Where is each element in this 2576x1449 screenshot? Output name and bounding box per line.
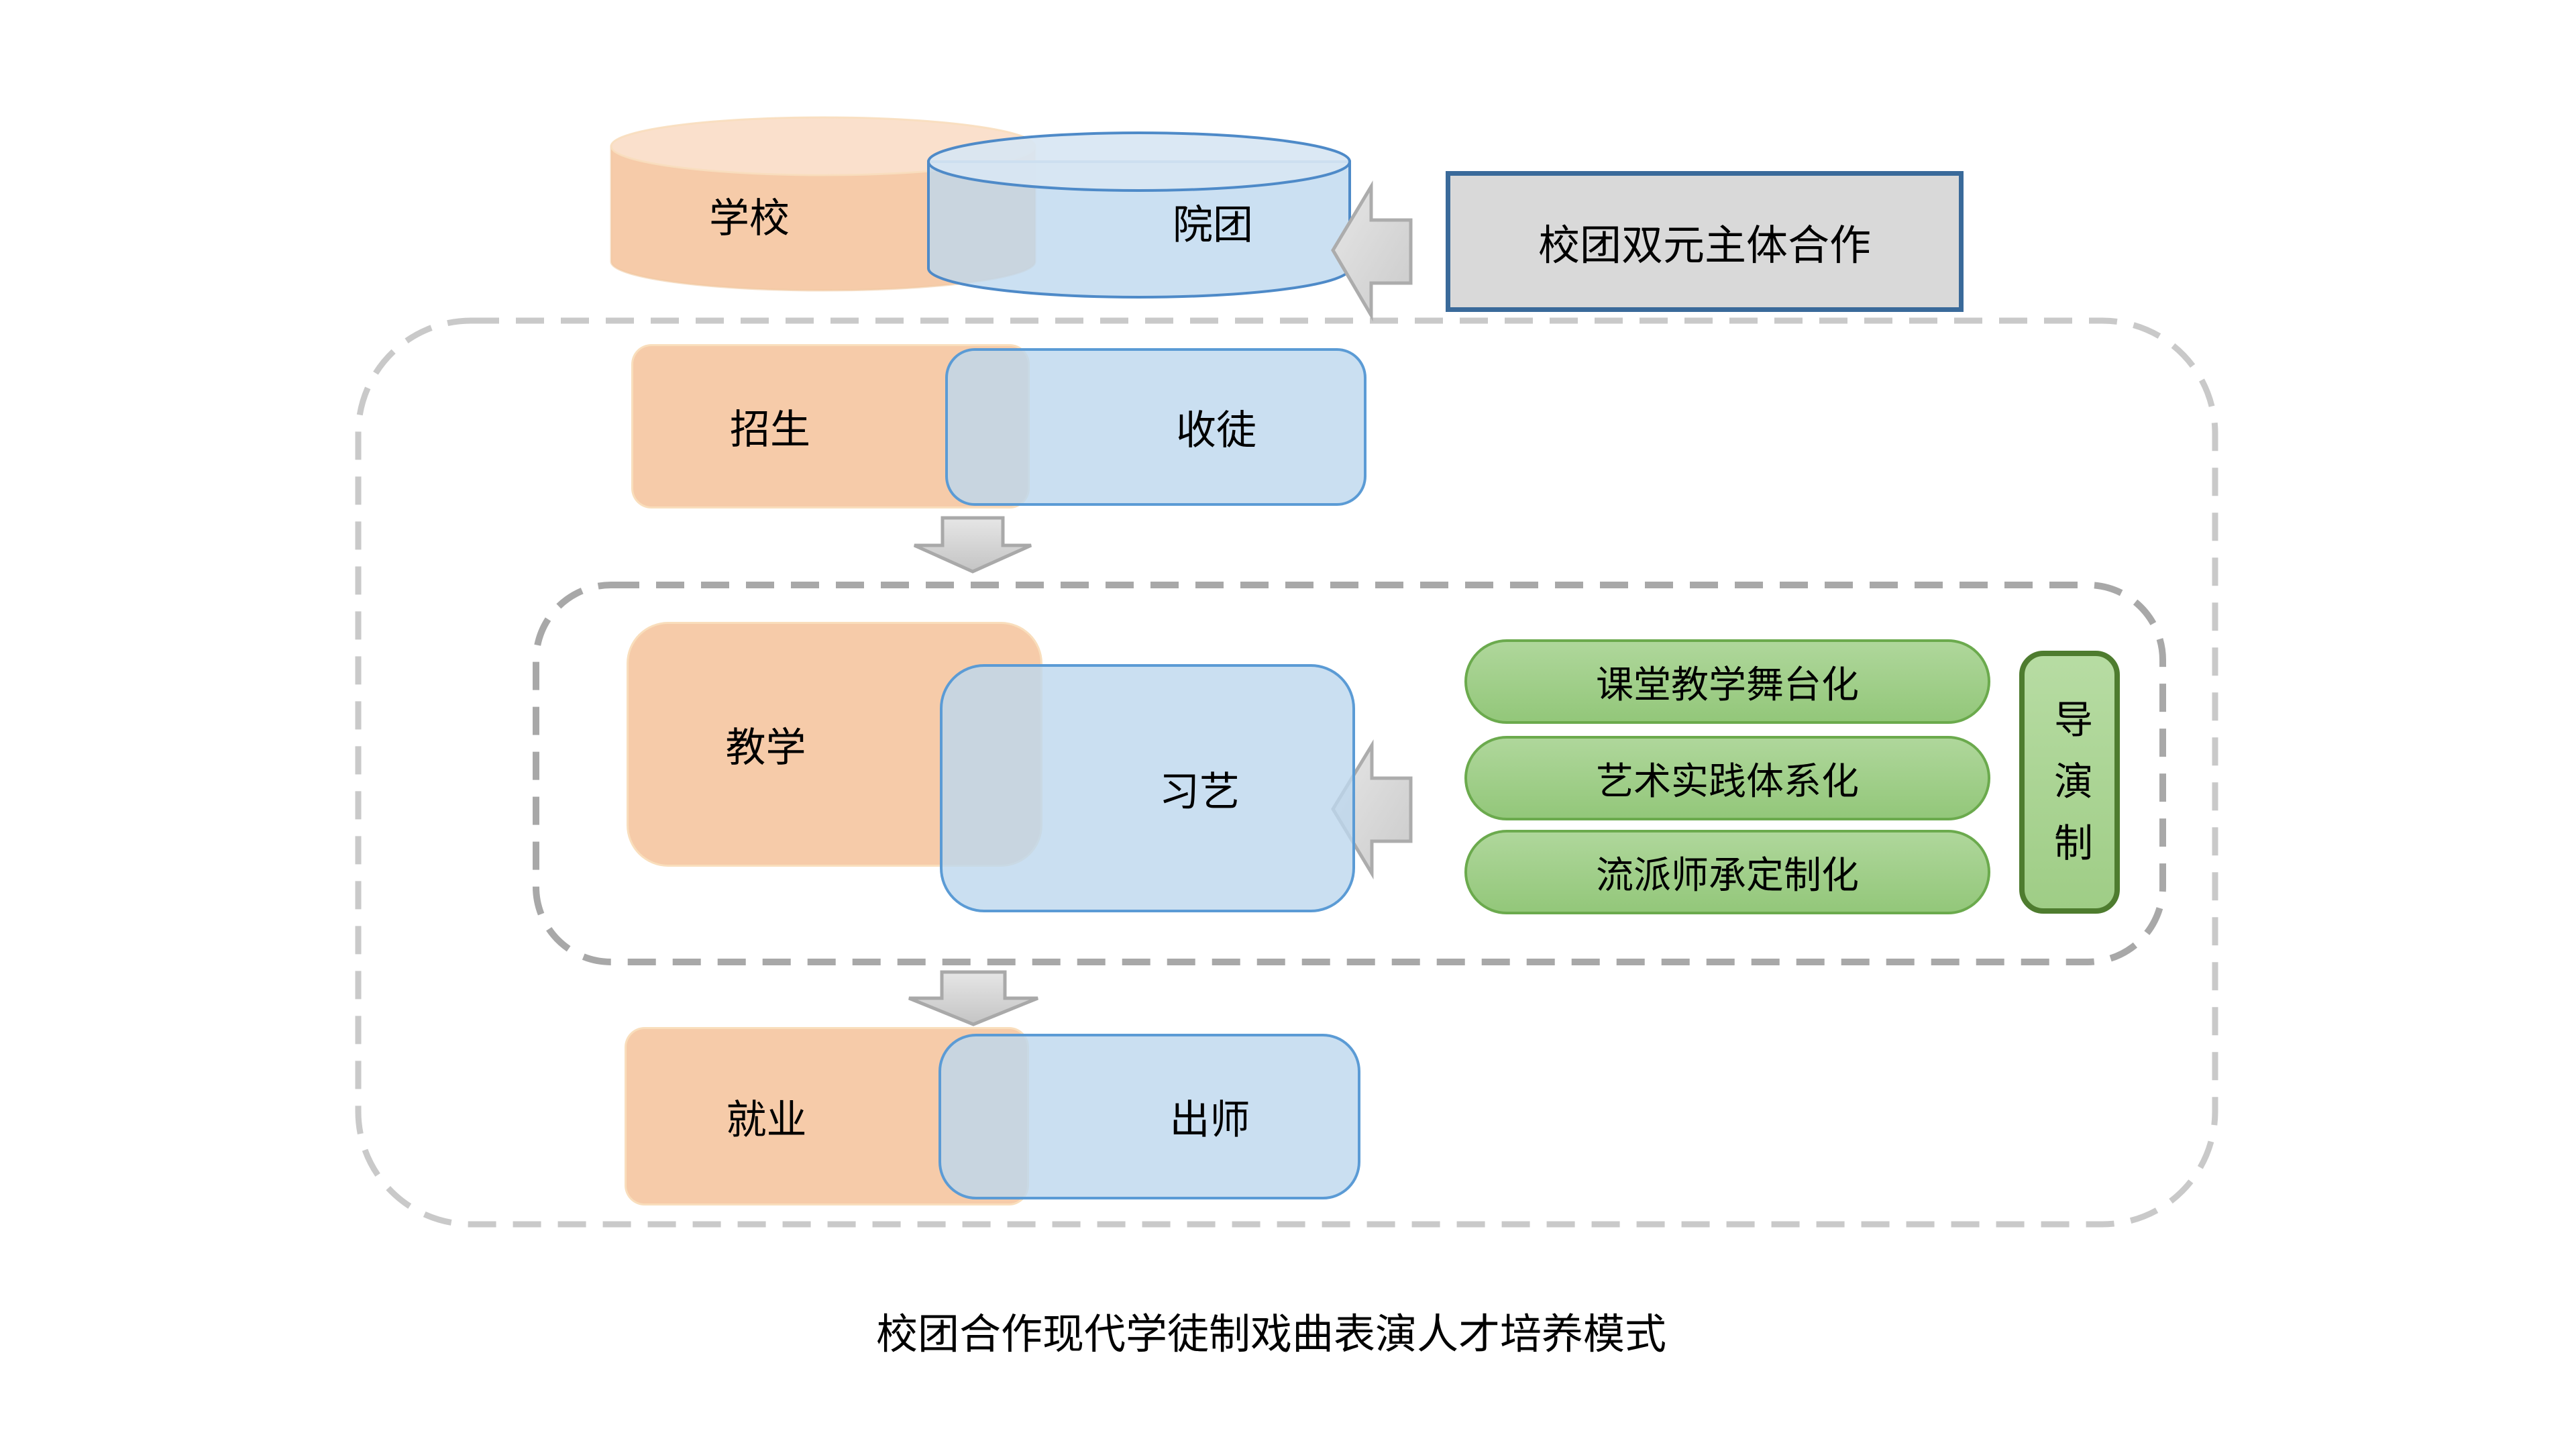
stage-teaching-school-label: 教学 xyxy=(725,725,806,770)
method-pill-2-label: 艺术实践体系化 xyxy=(1596,759,1859,802)
method-pill-2: 艺术实践体系化 xyxy=(1464,736,1990,820)
method-pill-3-label: 流派师承定制化 xyxy=(1596,853,1859,896)
down-arrow-2-icon xyxy=(908,970,1038,1026)
down-arrow-1-icon xyxy=(913,516,1032,574)
method-pill-3: 流派师承定制化 xyxy=(1464,830,1990,914)
left-arrow-cooperation-icon xyxy=(1331,180,1413,322)
stage-employment-troupe-box: 出师 xyxy=(938,1034,1360,1199)
stage-employment-troupe-label: 出师 xyxy=(1169,1097,1250,1142)
cooperation-box: 校团双元主体合作 xyxy=(1446,171,1964,312)
cooperation-box-label: 校团双元主体合作 xyxy=(1538,223,1871,269)
troupe-cylinder xyxy=(927,131,1351,299)
stage-teaching-troupe-label: 习艺 xyxy=(1159,769,1240,814)
inner-boundary-dashed-box xyxy=(533,582,2166,965)
stage-recruit-troupe-box: 收徒 xyxy=(945,348,1366,506)
method-pill-1: 课堂教学舞台化 xyxy=(1464,639,1990,724)
director-system-box: 导演制 xyxy=(2019,651,2120,914)
stage-recruit-troupe-label: 收徒 xyxy=(1176,408,1256,453)
stage-employment-school-label: 就业 xyxy=(726,1097,807,1142)
stage-recruit-school-label: 招生 xyxy=(730,407,810,452)
stage-teaching-troupe-box: 习艺 xyxy=(940,664,1355,912)
outer-boundary-dashed-box xyxy=(355,317,2218,1228)
director-system-label: 导演制 xyxy=(2048,699,2092,884)
method-pill-1-label: 课堂教学舞台化 xyxy=(1596,663,1859,706)
diagram-title: 校团合作现代学徒制戏曲表演人才培养模式 xyxy=(875,1311,1666,1358)
